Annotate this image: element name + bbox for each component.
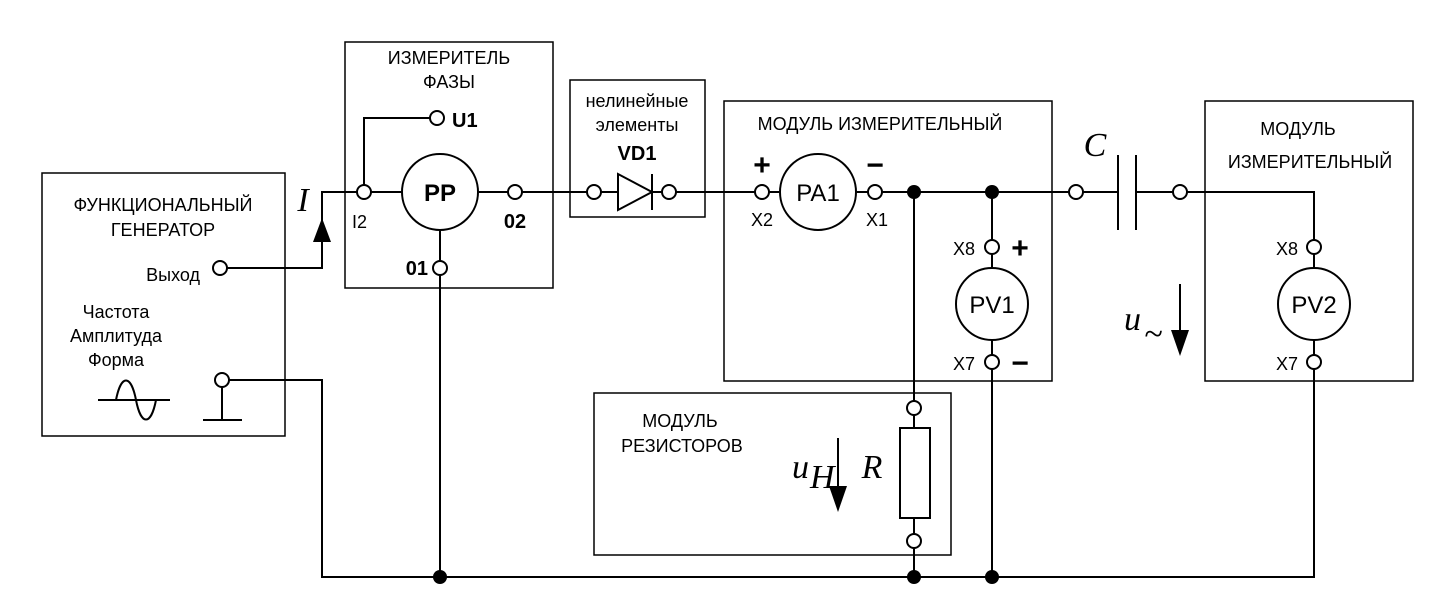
terminal-x1-label: X1 [866,210,888,230]
resistors-module-box [593,392,952,556]
terminal-i2-label: I2 [352,212,367,232]
voltmeter-pv1-symbol: PV1 [969,292,1014,319]
junction-dots [433,185,999,584]
terminal-x2-label: X2 [751,210,773,230]
voltmeter-pv1 [955,267,1029,341]
phase-meter-pp [401,153,479,231]
voltmeter-pv2 [1277,267,1351,341]
voltmeter-minus-sign: − [1011,347,1029,380]
resistor-label: R [861,449,883,486]
terminal-u1-label: U1 [452,110,478,132]
resistors-title-1: МОДУЛЬ [642,411,717,431]
phase-meter-title-2: ФАЗЫ [423,72,475,92]
generator-box [41,172,286,437]
module2-title-1: МОДУЛЬ [1260,119,1335,139]
generator-title-1: ФУНКЦИОНАЛЬНЫЙ [74,194,253,215]
diode-label: VD1 [618,143,657,165]
load-voltage-subscript: H [809,459,837,496]
ac-voltage-arrow [1171,284,1189,356]
module1-title: МОДУЛЬ ИЗМЕРИТЕЛЬНЫЙ [758,113,1003,134]
generator-title-2: ГЕНЕРАТОР [111,220,215,240]
nonlinear-elements-box [569,79,706,218]
phase-meter-title-1: ИЗМЕРИТЕЛЬ [388,48,510,68]
phase-meter-symbol: PP [424,180,456,207]
ammeter-minus-sign: − [866,149,884,182]
terminal-x8-pv2-label: X8 [1276,239,1298,259]
terminals [212,110,1322,549]
generator-output-label: Выход [146,265,200,285]
terminal-x7-label: X7 [953,354,975,374]
measuring-module-2-box [1204,100,1414,382]
nonlinear-title-2: элементы [596,115,679,135]
resistors-title-2: РЕЗИСТОРОВ [621,436,743,456]
sine-wave-icon [98,379,170,421]
measuring-module-1-box [723,100,1053,382]
voltmeter-plus-sign: + [1011,232,1029,265]
load-voltage-symbol: u [792,449,809,486]
module2-title-2: ИЗМЕРИТЕЛЬНЫЙ [1228,151,1392,172]
ammeter-pa1 [779,153,857,231]
current-symbol: I [296,182,310,219]
ammeter-symbol: PA1 [796,180,840,207]
terminal-01-label: 01 [406,258,428,280]
voltmeter-pv2-symbol: PV2 [1291,292,1336,319]
generator-control-frequency: Частота [83,302,151,322]
terminal-x7-pv2-label: X7 [1276,354,1298,374]
ac-voltage-symbol: u [1124,301,1141,338]
nonlinear-title-1: нелинейные [586,91,689,111]
wires [203,117,1315,578]
ammeter-plus-sign: + [753,149,771,182]
load-voltage-arrow [829,438,847,512]
ac-voltage-subscript: ~ [1144,316,1162,353]
generator-control-amplitude: Амплитуда [70,326,163,346]
resistor-r [899,427,931,519]
diode-vd1 [617,172,655,212]
phase-meter-box [344,41,554,289]
capacitor-symbol: C [1084,127,1107,164]
generator-control-form: Форма [88,350,145,370]
terminal-x8-label: X8 [953,239,975,259]
terminal-02-label: 02 [504,211,526,233]
current-arrow [313,218,331,242]
